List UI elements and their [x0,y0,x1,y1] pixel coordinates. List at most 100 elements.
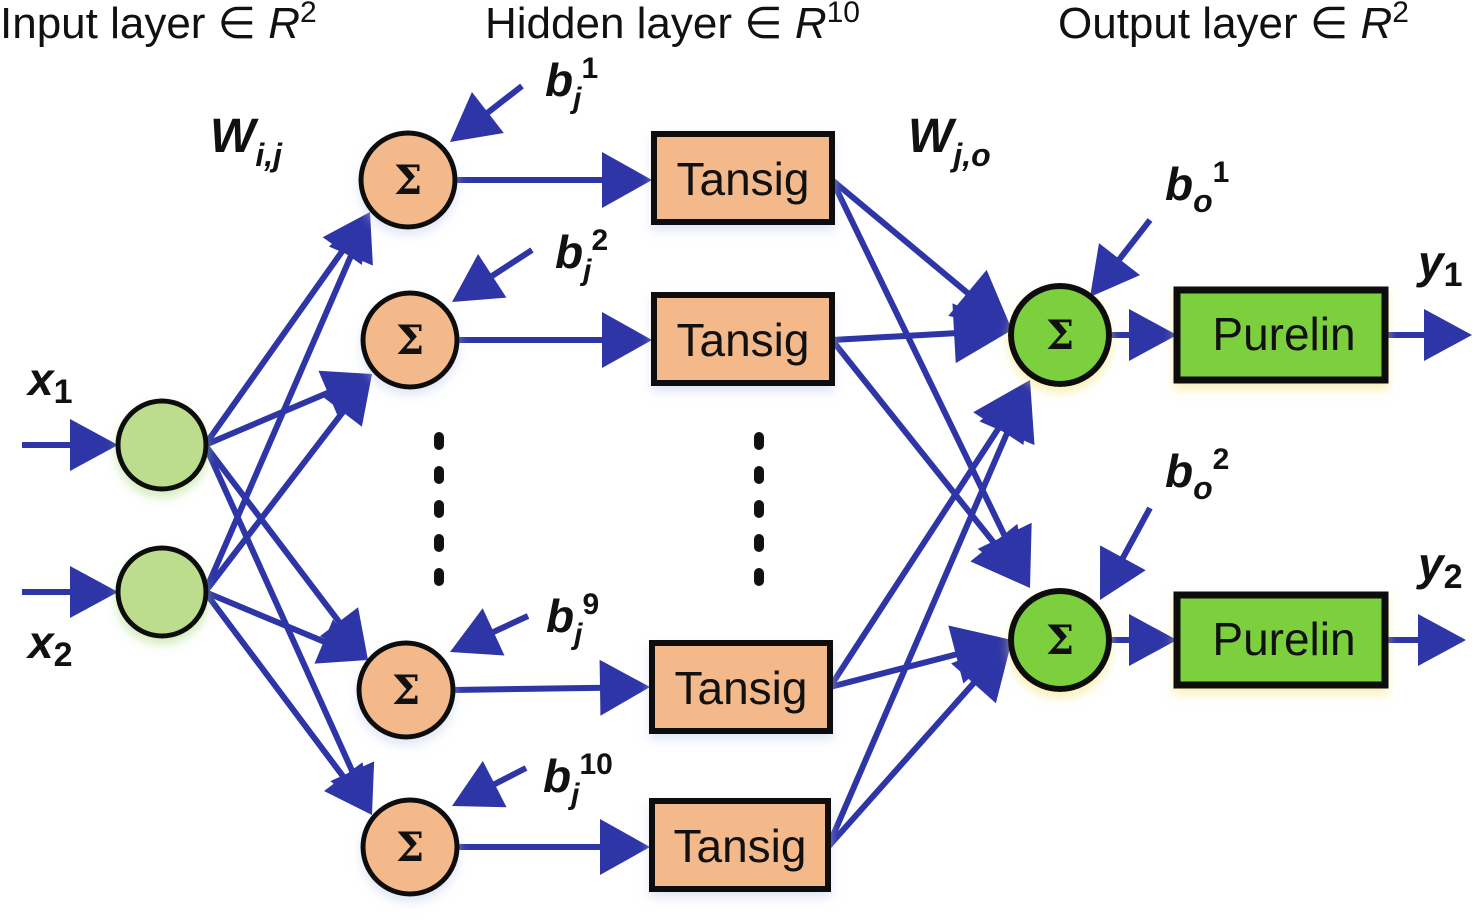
hidden-layer-header: Hidden layer ∈ R10 [485,0,860,48]
arrow-head [599,659,650,716]
arrow-shaft [831,330,959,343]
arrow-shaft [202,407,348,594]
arrow-shaft [203,589,329,646]
hidden-activation-ellipsis [754,432,764,586]
arrow-shaft [482,83,524,118]
sum-to-tansig-arrow-2 [457,312,652,368]
arrow-shaft [1118,506,1153,563]
activation-label: Tansig [677,314,810,366]
arrow-head [970,523,1030,588]
arrow-head [323,374,372,427]
output-arrow-y1 [1385,309,1472,361]
weight-arrow-x2-h4 [202,590,372,815]
activation-label: Tansig [675,662,808,714]
arrow-head [1090,243,1141,297]
weight-arrow-h2-o1 [831,303,1012,364]
output-sum-node [1008,283,1112,387]
input-node-2 [115,545,209,639]
hidden-sum-ellipsis [434,432,444,586]
output-neuron-1: Σ Purelin bo1 y1 [1008,156,1463,387]
sum-to-purelin-arrow-1 [1110,309,1177,361]
tansig-box [651,131,835,225]
arrow-head [979,380,1035,446]
sigma-symbol: Σ [396,317,424,364]
hidden-neuron-1: Σ Tansig bj1 [358,52,835,230]
bias-label: bj2 [555,224,608,287]
arrow-shaft [1114,218,1153,265]
arrow-shaft [202,251,356,594]
weight-label-input-hidden: Wi,j [210,110,283,173]
arrow-shaft [825,678,979,849]
arrow-head [1129,309,1177,361]
arrow-head [600,819,650,875]
arrow-shaft [452,684,605,693]
arrow-shaft [202,443,344,627]
arrow-head [952,303,1012,364]
tansig-box [649,640,833,734]
input-arrow-x1 [22,419,118,471]
sigma-symbol: Σ [1046,617,1074,664]
output-sum-node [1008,588,1112,692]
arrow-shaft [829,650,961,690]
arrow-shaft [488,613,530,637]
sigma-symbol: Σ [1046,312,1074,359]
sum-to-purelin-arrow-2 [1110,614,1177,666]
arrow-head [1418,614,1466,666]
arrow-head [450,92,504,142]
arrow-shaft [203,388,333,448]
arrow-head [1129,614,1177,666]
hidden-bias-arrow-2 [452,247,534,302]
weight-label-hidden-output: Wj,o [908,110,991,173]
weight-arrow-h4-o2 [825,640,1012,849]
weight-arrow-x2-h1 [202,212,373,594]
arrow-head [602,152,652,208]
arrow-head [951,640,1012,704]
arrow-shaft [487,247,534,281]
arrow-head [602,312,652,368]
weight-arrow-x2-h2 [202,374,372,594]
hidden-bias-arrow-4 [452,760,528,808]
weight-arrow-h1-o1 [830,177,1012,330]
hidden-neuron-2: Σ Tansig bj2 [360,224,835,390]
sigma-symbol: Σ [392,667,420,714]
arrow-head [452,254,507,302]
arrow-shaft [825,428,1012,849]
hidden-sum-node [356,640,456,740]
input-label-x2: x2 [25,616,73,674]
arrow-shaft [202,443,357,777]
activation-label: Purelin [1212,613,1355,665]
hidden-sum-node [360,797,460,897]
tansig-box [651,292,835,386]
bias-label: bo1 [1165,156,1229,219]
sigma-symbol: Σ [396,824,424,871]
bias-label: bj9 [546,588,599,651]
input-layer-header: Input layer ∈ R2 [0,0,317,48]
purelin-box [1173,286,1389,384]
hidden-sum-node [358,130,458,230]
hidden-neuron-10: Σ Tansig bj10 [360,748,831,897]
activation-label: Tansig [677,153,810,205]
output-arrow-y2 [1385,614,1466,666]
input-node-1 [115,398,209,492]
sum-to-tansig-arrow-4 [457,819,650,875]
bias-label: bj10 [543,748,613,811]
arrow-shaft [830,177,973,298]
arrow-head [1424,309,1472,361]
purelin-box [1173,591,1389,689]
hidden-sum-node [360,290,460,390]
weight-arrow-x2-h3 [203,589,368,664]
sum-to-tansig-arrow-3 [452,659,650,716]
hidden-bias-arrow-1 [450,83,524,142]
hidden-bias-arrow-3 [450,608,530,656]
input-label-x1: x1 [25,353,73,411]
arrow-head [328,212,373,266]
weight-arrow-h2-o2 [829,338,1030,588]
activation-label: Tansig [674,820,807,872]
arrow-head [1100,545,1146,600]
output-bias-arrow-1 [1090,218,1153,297]
arrow-shaft [489,765,528,789]
arrow-shaft [829,178,1010,541]
bias-label: bj1 [545,52,598,115]
sigma-symbol: Σ [394,157,422,204]
